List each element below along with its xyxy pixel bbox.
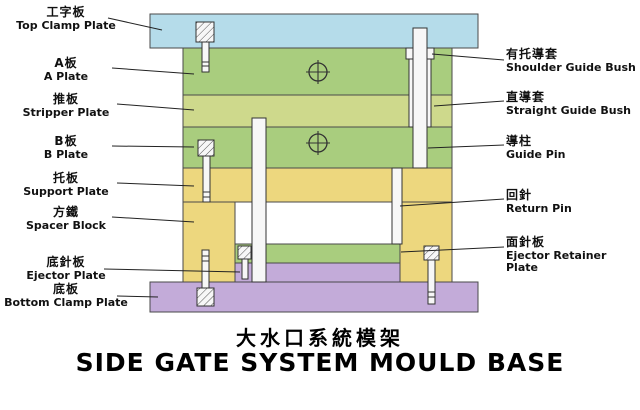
label-ejector-retainer-plate: 面針板 Ejector Retainer Plate bbox=[506, 235, 640, 275]
label-bottom-clamp-plate: 底板 Bottom Clamp Plate bbox=[2, 282, 130, 309]
label-straight-guide-bush-cn: 直導套 bbox=[506, 90, 546, 104]
label-ejector-plate-cn: 底針板 bbox=[46, 255, 86, 269]
leader-a-plate bbox=[111, 67, 195, 75]
label-support-plate-cn: 托板 bbox=[52, 171, 79, 185]
label-top-clamp-plate-en: Top Clamp Plate bbox=[16, 18, 116, 32]
label-shoulder-guide-bush-en: Shoulder Guide Bush bbox=[506, 60, 636, 74]
leader-shoulder-guide-bush bbox=[431, 53, 505, 61]
leader-return-pin bbox=[399, 198, 505, 207]
label-shoulder-guide-bush: 有托導套 Shoulder Guide Bush bbox=[506, 47, 640, 74]
label-ejector-plate: 底針板 Ejector Plate bbox=[2, 255, 130, 282]
label-top-clamp-plate: 工字板 Top Clamp Plate bbox=[2, 5, 130, 32]
label-b-plate-cn: B板 bbox=[54, 134, 78, 148]
label-guide-pin-cn: 導柱 bbox=[506, 134, 533, 148]
label-ejector-retainer-plate-cn: 面針板 bbox=[506, 235, 546, 249]
spacer-block-right-shape bbox=[399, 201, 453, 283]
diagram-title-chinese: 大水口系統模架 bbox=[236, 326, 404, 350]
leader-guide-pin bbox=[427, 144, 505, 149]
label-support-plate: 托板 Support Plate bbox=[2, 171, 130, 198]
top-bolt-shaft bbox=[201, 41, 210, 73]
guide-pin-shape bbox=[412, 27, 428, 169]
leader-top-clamp-plate bbox=[107, 17, 163, 31]
diagram-title-english: SIDE GATE SYSTEM MOULD BASE bbox=[75, 348, 565, 377]
label-guide-pin: 導柱 Guide Pin bbox=[506, 134, 640, 161]
mid-bolt-shaft bbox=[202, 155, 211, 203]
screw-symbol-b-plate bbox=[306, 131, 330, 155]
label-guide-pin-en: Guide Pin bbox=[506, 147, 566, 161]
screw-symbol-a-plate bbox=[306, 60, 330, 84]
label-spacer-block: 方鐵 Spacer Block bbox=[2, 205, 130, 232]
label-ejector-plate-en: Ejector Plate bbox=[26, 268, 106, 282]
label-bottom-clamp-plate-cn: 底板 bbox=[52, 282, 79, 296]
leader-bottom-clamp-plate bbox=[116, 295, 159, 298]
leader-spacer-block bbox=[111, 216, 195, 223]
top-bolt-head bbox=[195, 21, 215, 43]
label-ejector-retainer-plate-en: Ejector Retainer Plate bbox=[506, 248, 607, 275]
support-plate-shape bbox=[182, 167, 453, 203]
label-support-plate-en: Support Plate bbox=[23, 184, 109, 198]
label-bottom-clamp-plate-en: Bottom Clamp Plate bbox=[4, 295, 128, 309]
stripper-plate-shape bbox=[182, 94, 453, 128]
label-straight-guide-bush: 直導套 Straight Guide Bush bbox=[506, 90, 640, 117]
label-a-plate-en: A Plate bbox=[43, 69, 89, 83]
label-return-pin-cn: 回針 bbox=[506, 188, 533, 202]
bottom-left-bolt-head bbox=[196, 287, 215, 307]
leader-stripper-plate bbox=[116, 103, 195, 111]
label-stripper-plate-en: Stripper Plate bbox=[22, 105, 110, 119]
label-return-pin: 回針 Return Pin bbox=[506, 188, 640, 215]
leader-ejector-retainer-plate bbox=[400, 246, 505, 253]
leader-ejector-plate bbox=[103, 268, 241, 273]
label-shoulder-guide-bush-cn: 有托導套 bbox=[506, 47, 559, 61]
center-ejector-column-shape bbox=[251, 117, 267, 283]
label-b-plate-en: B Plate bbox=[43, 147, 89, 161]
label-top-clamp-plate-cn: 工字板 bbox=[46, 5, 86, 19]
leader-b-plate bbox=[111, 145, 195, 148]
label-spacer-block-en: Spacer Block bbox=[25, 218, 106, 232]
label-a-plate-cn: A板 bbox=[54, 56, 78, 70]
retainer-bolt-head bbox=[237, 245, 252, 260]
mid-bolt-head bbox=[197, 139, 215, 157]
label-stripper-plate-cn: 推板 bbox=[52, 92, 79, 106]
leader-straight-guide-bush bbox=[433, 100, 505, 107]
bottom-right-bolt-head bbox=[423, 245, 440, 261]
label-spacer-block-cn: 方鐵 bbox=[52, 205, 79, 219]
label-stripper-plate: 推板 Stripper Plate bbox=[2, 92, 130, 119]
label-a-plate: A板 A Plate bbox=[2, 56, 130, 83]
leader-support-plate bbox=[116, 182, 195, 187]
label-straight-guide-bush-en: Straight Guide Bush bbox=[506, 103, 631, 117]
retainer-bolt-shaft bbox=[241, 258, 249, 280]
label-b-plate: B板 B Plate bbox=[2, 134, 130, 161]
label-return-pin-en: Return Pin bbox=[506, 201, 572, 215]
